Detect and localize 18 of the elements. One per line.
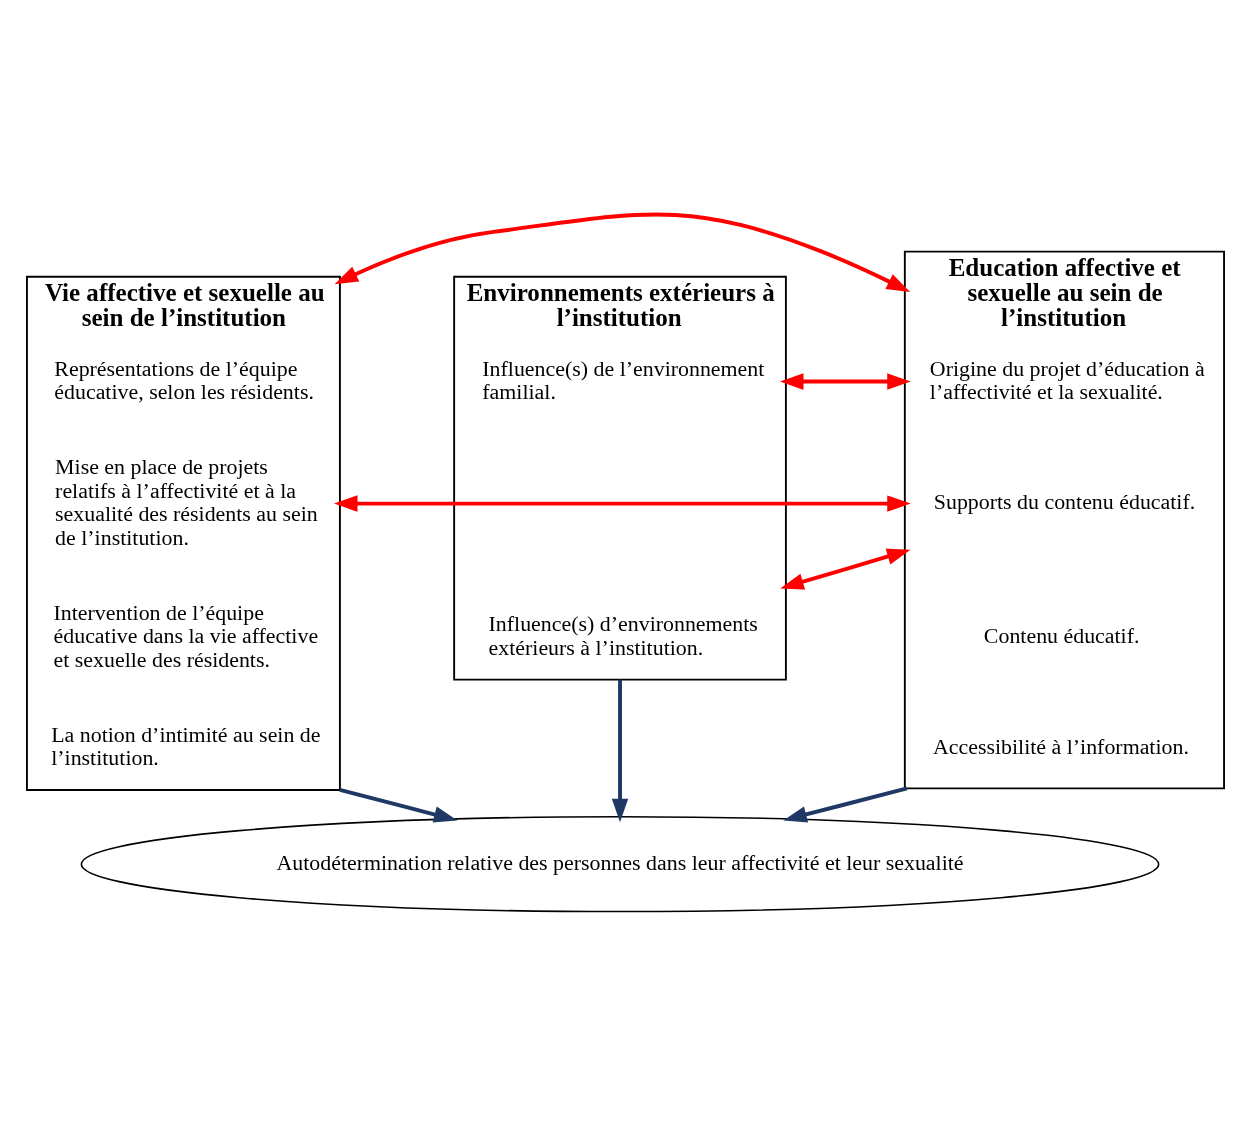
node-text: Origine du projet d’éducation à l’affectivité et la sexualité. xyxy=(929,355,1205,405)
arrow xyxy=(780,548,911,590)
node-text: Mise en place de projets relatifs à l’affectivité et à la sexualité des résidents au sein de l’institution. xyxy=(55,454,318,550)
node-text: Intervention de l’équipe éducative dans la vie affective et sexuelle des résidents. xyxy=(53,599,319,672)
arrow xyxy=(783,786,908,823)
node-text: Accessibilité à l’information. xyxy=(932,733,1189,759)
node-text: Influence(s) d’environnements extérieurs à l’institution. xyxy=(488,611,758,660)
arrow xyxy=(611,679,629,823)
node-text: Contenu éducatif. xyxy=(983,623,1140,649)
arrow xyxy=(334,212,911,293)
arrow xyxy=(334,495,911,512)
node-ellipse: Autodétermination relative des personnes dans leur affectivité et leur sexualité xyxy=(80,815,1160,913)
node-text: Supports du contenu éducatif. xyxy=(933,489,1196,515)
arrow xyxy=(780,373,911,390)
node-text: Représentations de l’équipe éducative, selon les résidents. xyxy=(54,355,314,405)
node-text: Influence(s) de l’environnement familial. xyxy=(482,355,765,405)
arrow xyxy=(339,788,458,823)
node-text: La notion d’intimité au sein de l’institution. xyxy=(51,721,321,771)
